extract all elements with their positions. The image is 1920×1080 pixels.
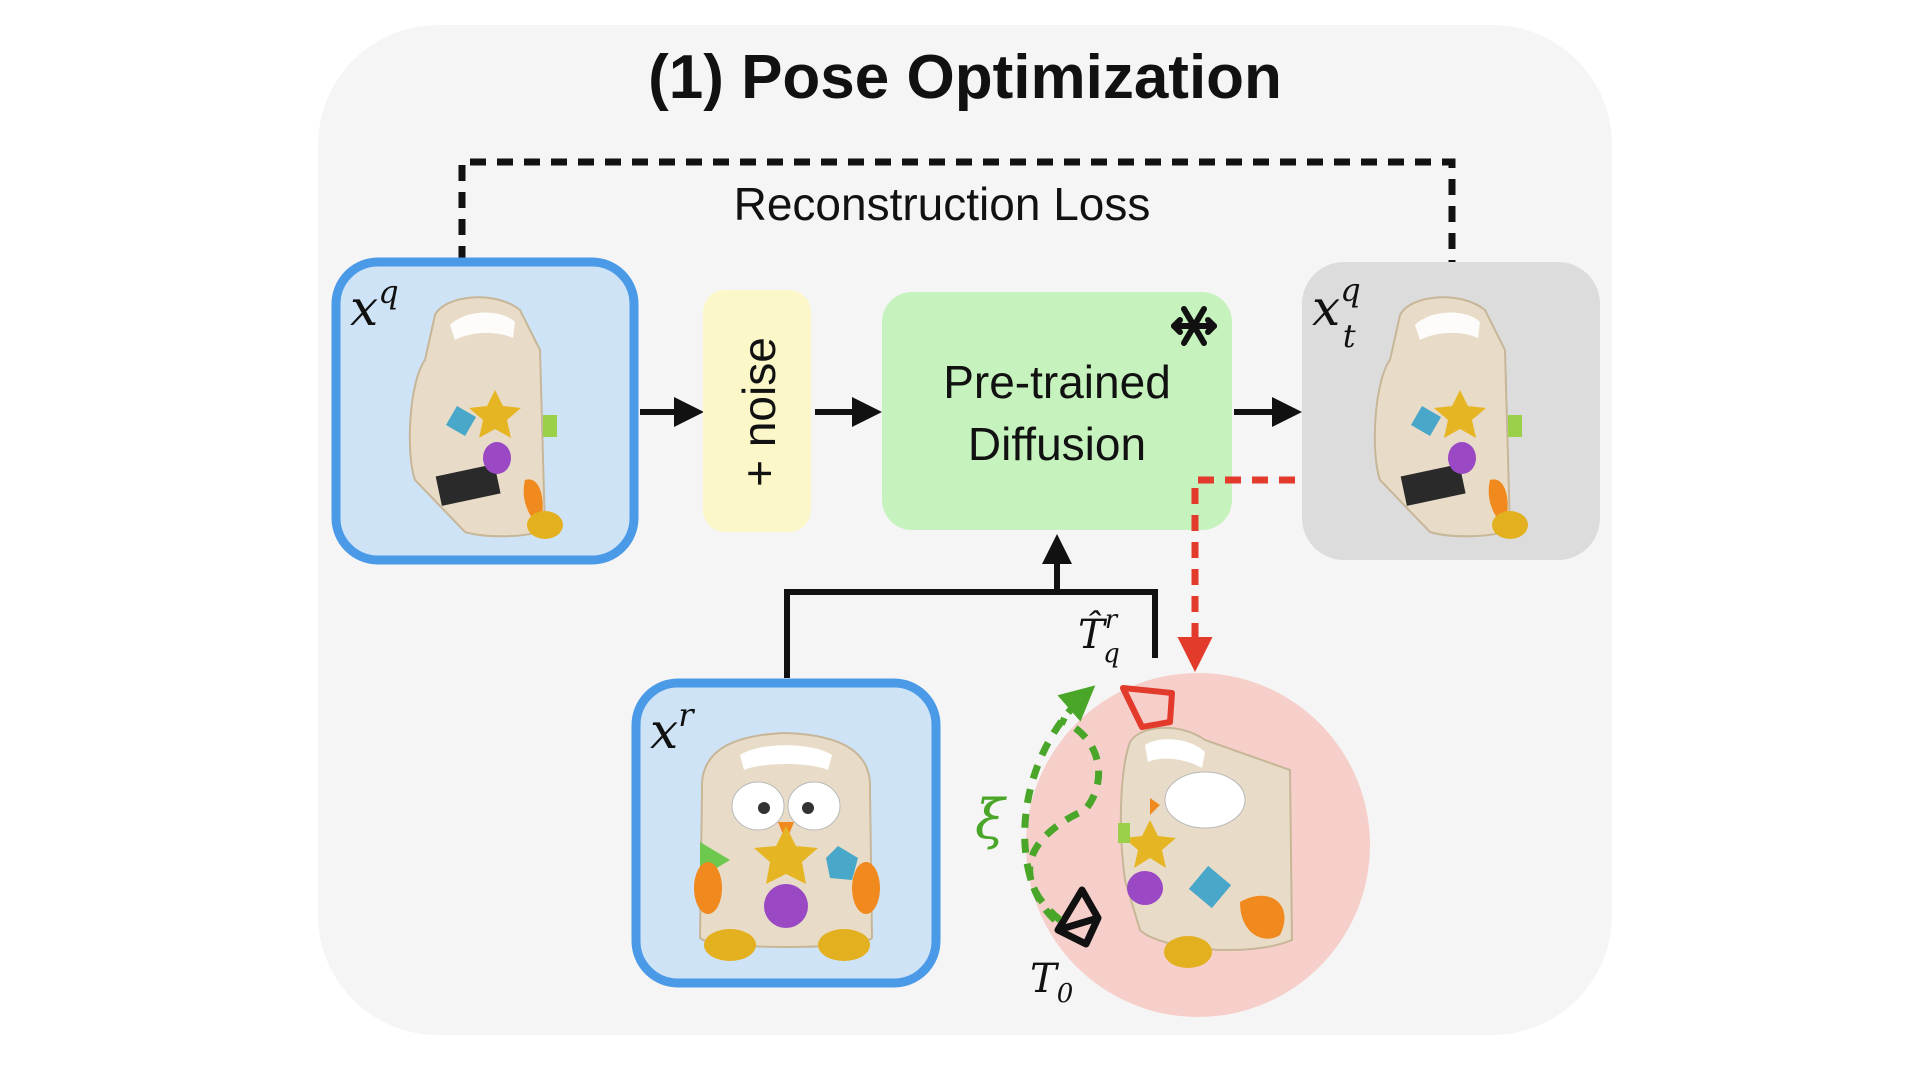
initial-camera-icon — [1054, 886, 1102, 948]
noise-label: + noise — [733, 337, 785, 487]
model-label-line2: Diffusion — [968, 418, 1146, 470]
reference-label: xr — [650, 696, 695, 760]
posed-object — [1118, 726, 1294, 968]
reference-image — [631, 678, 941, 988]
noise-box — [703, 290, 811, 532]
model-label-line1: Pre-trained — [943, 356, 1171, 408]
reference-connector — [784, 589, 1158, 678]
output-image — [1302, 262, 1600, 560]
query-image — [331, 257, 639, 565]
initial-pose-label: T0 — [1030, 956, 1073, 1009]
reconstruction-loss-label: Reconstruction Loss — [734, 178, 1151, 230]
trajectory-arrow-outer — [1021, 685, 1096, 923]
snowflake-icon — [1171, 306, 1217, 346]
trajectory-label: ξ — [975, 788, 1007, 851]
trajectory-arrow-inner — [1026, 716, 1103, 923]
diagram-title: (1) Pose Optimization — [648, 43, 1282, 112]
query-label: xq — [350, 273, 399, 337]
diffusion-model-box — [882, 292, 1232, 530]
gradient-arrow — [1177, 476, 1295, 672]
estimated-camera-icon — [1120, 685, 1175, 730]
reconstruction-loss-bracket — [458, 158, 1456, 262]
